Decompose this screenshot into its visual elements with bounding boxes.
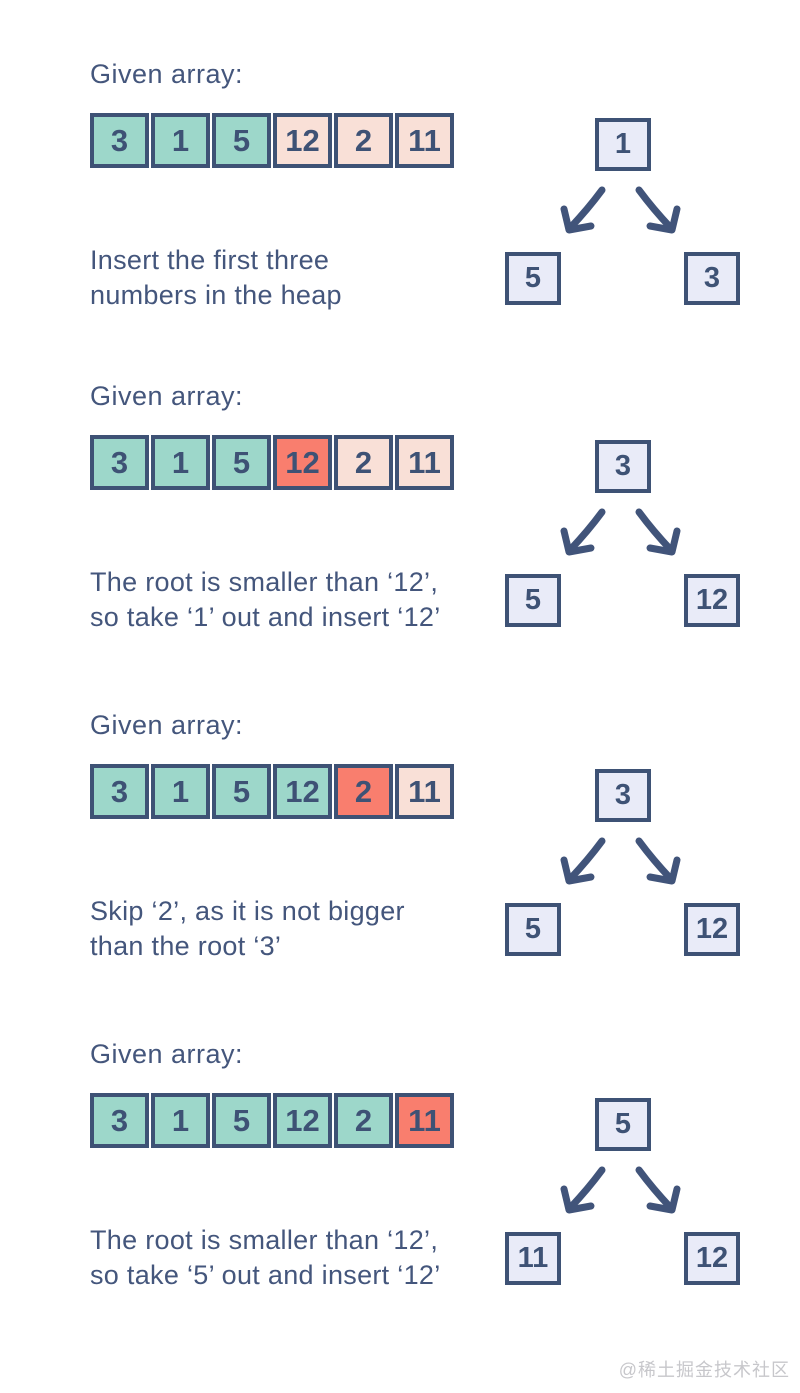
- array-cell: 11: [395, 435, 454, 490]
- array-cell: 1: [151, 113, 210, 168]
- tree-root-node: 3: [595, 440, 651, 493]
- tree-right-child-node: 3: [684, 252, 740, 305]
- heap-step-section: Given array: 3 1 5 12 2 11 Insert the fi…: [0, 58, 800, 388]
- array-cell: 11: [395, 764, 454, 819]
- array-cell: 2: [334, 435, 393, 490]
- description-line: The root is smaller than ‘12’,: [90, 1225, 439, 1255]
- array-cell: 3: [90, 1093, 149, 1148]
- arrow-down-right-icon: [635, 1166, 681, 1214]
- tree-left-child-node: 5: [505, 903, 561, 956]
- step-description: Insert the first three numbers in the he…: [90, 243, 342, 313]
- array-cell: 3: [90, 764, 149, 819]
- array-cell: 2: [334, 764, 393, 819]
- tree-left-child-node: 11: [505, 1232, 561, 1285]
- array-cell: 1: [151, 1093, 210, 1148]
- array-cell: 12: [273, 764, 332, 819]
- tree-arrows: [560, 508, 681, 556]
- given-array-label: Given array:: [90, 381, 244, 411]
- array-cell: 11: [395, 113, 454, 168]
- given-array-label: Given array:: [90, 59, 244, 89]
- arrow-down-right-icon: [635, 508, 681, 556]
- step-description: The root is smaller than ‘12’, so take ‘…: [90, 565, 441, 635]
- tree-right-child-node: 12: [684, 1232, 740, 1285]
- description-line: than the root ‘3’: [90, 931, 282, 961]
- tree-right-child-node: 12: [684, 574, 740, 627]
- tree-root-node: 1: [595, 118, 651, 171]
- array: 3 1 5 12 2 11: [90, 1093, 454, 1148]
- tree-arrows: [560, 186, 681, 234]
- array: 3 1 5 12 2 11: [90, 764, 454, 819]
- array: 3 1 5 12 2 11: [90, 113, 454, 168]
- heap-tree: 3 5 12: [500, 435, 745, 635]
- heap-tree: 5 11 12: [500, 1093, 745, 1293]
- tree-root-node: 5: [595, 1098, 651, 1151]
- array-cell: 12: [273, 435, 332, 490]
- arrow-down-right-icon: [635, 837, 681, 885]
- array-cell: 11: [395, 1093, 454, 1148]
- arrow-down-left-icon: [560, 508, 606, 556]
- arrow-down-left-icon: [560, 1166, 606, 1214]
- description-line: The root is smaller than ‘12’,: [90, 567, 439, 597]
- array-cell: 3: [90, 113, 149, 168]
- array-cell: 5: [212, 764, 271, 819]
- heap-step-section: Given array: 3 1 5 12 2 11 The root is s…: [0, 380, 800, 710]
- description-line: so take ‘1’ out and insert ‘12’: [90, 602, 441, 632]
- tree-root-node: 3: [595, 769, 651, 822]
- tree-arrows: [560, 837, 681, 885]
- array-cell: 5: [212, 1093, 271, 1148]
- watermark: @稀土掘金技术社区: [618, 1360, 790, 1380]
- array-cell: 12: [273, 1093, 332, 1148]
- tree-arrows: [560, 1166, 681, 1214]
- description-line: Insert the first three: [90, 245, 330, 275]
- array-cell: 12: [273, 113, 332, 168]
- array-cell: 2: [334, 113, 393, 168]
- description-line: so take ‘5’ out and insert ‘12’: [90, 1260, 441, 1290]
- heap-step-section: Given array: 3 1 5 12 2 11 The root is s…: [0, 1038, 800, 1368]
- array-cell: 5: [212, 435, 271, 490]
- description-line: numbers in the heap: [90, 280, 342, 310]
- given-array-label: Given array:: [90, 1039, 244, 1069]
- array: 3 1 5 12 2 11: [90, 435, 454, 490]
- heap-tree: 1 5 3: [500, 113, 745, 313]
- tree-left-child-node: 5: [505, 574, 561, 627]
- tree-right-child-node: 12: [684, 903, 740, 956]
- tree-left-child-node: 5: [505, 252, 561, 305]
- array-cell: 2: [334, 1093, 393, 1148]
- array-cell: 5: [212, 113, 271, 168]
- array-cell: 3: [90, 435, 149, 490]
- arrow-down-right-icon: [635, 186, 681, 234]
- array-cell: 1: [151, 764, 210, 819]
- heap-step-section: Given array: 3 1 5 12 2 11 Skip ‘2’, as …: [0, 709, 800, 1039]
- heap-tree: 3 5 12: [500, 764, 745, 964]
- array-cell: 1: [151, 435, 210, 490]
- arrow-down-left-icon: [560, 837, 606, 885]
- step-description: Skip ‘2’, as it is not bigger than the r…: [90, 894, 405, 964]
- step-description: The root is smaller than ‘12’, so take ‘…: [90, 1223, 441, 1293]
- given-array-label: Given array:: [90, 710, 244, 740]
- arrow-down-left-icon: [560, 186, 606, 234]
- description-line: Skip ‘2’, as it is not bigger: [90, 896, 405, 926]
